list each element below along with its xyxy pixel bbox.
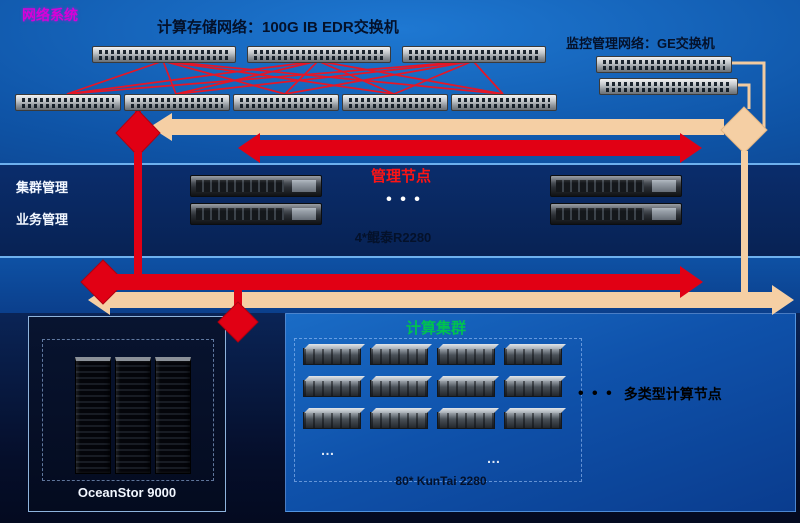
- compute-server-icon: [504, 348, 562, 365]
- management-server-icon: [190, 203, 322, 225]
- storage-cabinet-icon: [155, 357, 191, 474]
- ge-switch-icon: [599, 78, 738, 95]
- ge-switch-icon: [596, 56, 732, 73]
- storage-cabinet-icon: [75, 357, 111, 474]
- compute-server-icon: [437, 380, 495, 397]
- compute-cluster-panel: 计算集群 … … 80* KunTai 2280 • • • 多类型计算节点: [285, 313, 796, 512]
- ib-leaf-switch-icon: [124, 94, 230, 111]
- compute-server-icon: [370, 412, 428, 429]
- ib-leaf-switch-icon: [342, 94, 448, 111]
- management-server-icon: [190, 175, 322, 197]
- storage-group-outline: [42, 339, 214, 481]
- storage-panel: OceanStor 9000: [28, 316, 226, 512]
- ib-spine-switch-icon: [92, 46, 236, 63]
- compute-note-ellipsis: • • •: [578, 385, 614, 402]
- compute-server-icon: [437, 412, 495, 429]
- management-caption: 4*鲲泰R2280: [354, 230, 432, 245]
- compute-note: • • • 多类型计算节点: [578, 384, 722, 404]
- compute-note-text: 多类型计算节点: [623, 386, 722, 402]
- compute-server-icon: [370, 348, 428, 365]
- compute-server-icon: [303, 412, 361, 429]
- ib-spine-switch-icon: [247, 46, 391, 63]
- compute-server-icon: [370, 380, 428, 397]
- business-management-label: 业务管理: [16, 212, 69, 227]
- monitor-network-title: 监控管理网络：GE交换机: [566, 36, 715, 51]
- compute-more-ellipsis: …: [320, 442, 336, 458]
- storage-cabinets: [75, 357, 191, 474]
- ib-spine-switch-icon: [402, 46, 546, 63]
- cluster-management-label: 集群管理: [16, 180, 69, 195]
- management-ellipsis: • • •: [386, 191, 422, 208]
- compute-server-icon: [303, 348, 361, 365]
- compute-more-ellipsis: …: [486, 450, 502, 466]
- compute-server-icon: [504, 380, 562, 397]
- management-server-icon: [550, 203, 682, 225]
- ib-leaf-switch-icon: [15, 94, 121, 111]
- ib-leaf-switch-icon: [233, 94, 339, 111]
- compute-storage-network-title: 计算存储网络：100G IB EDR交换机: [157, 19, 399, 36]
- compute-group-outline: [294, 338, 582, 482]
- ib-leaf-switch-icon: [451, 94, 557, 111]
- compute-server-icon: [303, 380, 361, 397]
- compute-cluster-title: 计算集群: [405, 320, 466, 337]
- compute-server-icon: [437, 348, 495, 365]
- storage-cabinet-icon: [115, 357, 151, 474]
- network-system-label: 网络系统: [22, 7, 78, 23]
- management-server-icon: [550, 175, 682, 197]
- mid-band-background: [0, 258, 800, 313]
- compute-server-icon: [504, 412, 562, 429]
- storage-label: OceanStor 9000: [77, 485, 177, 500]
- compute-caption: 80* KunTai 2280: [395, 474, 487, 488]
- management-nodes-title: 管理节点: [370, 168, 431, 185]
